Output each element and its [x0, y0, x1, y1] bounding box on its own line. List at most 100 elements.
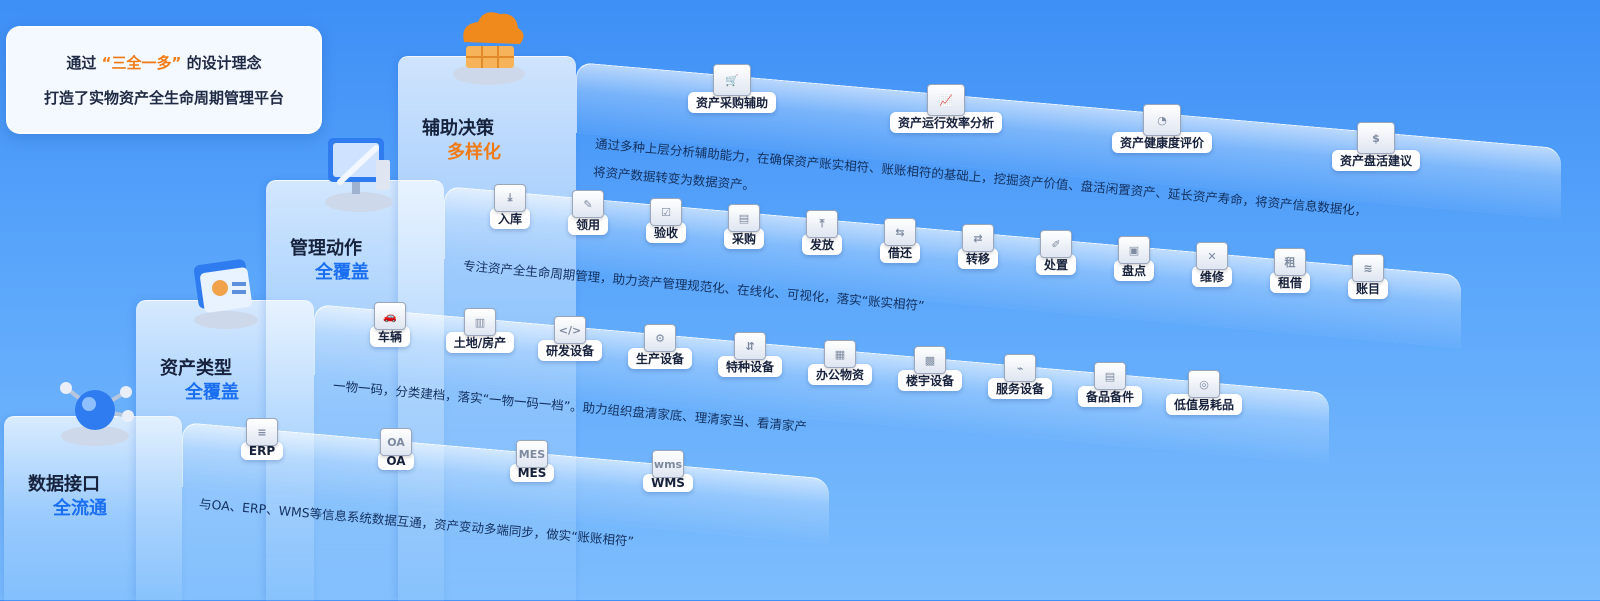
action-item-purchase[interactable]: ▤采购 — [708, 204, 780, 249]
upload-box-icon: ⤒ — [806, 210, 838, 238]
special-equipment-icon: ⇵ — [734, 332, 766, 360]
action-item-label: 转移 — [957, 248, 998, 269]
action-item-label: 验收 — [645, 222, 686, 243]
rent-icon: 租 — [1274, 248, 1306, 276]
office-supplies-icon: ▦ — [824, 340, 856, 368]
intro-line-1-prefix: 通过 — [66, 54, 97, 72]
purchase-icon: ▤ — [728, 204, 760, 232]
action-item-label: 入库 — [489, 208, 530, 229]
action-item-accept[interactable]: ☑验收 — [630, 198, 702, 243]
decision-item-revitalize[interactable]: $ 资产盘活建议 — [1306, 122, 1446, 171]
action-item-label: 租借 — [1269, 272, 1310, 293]
id-card-icon — [193, 259, 258, 329]
type-item-label: 土地/房产 — [445, 332, 515, 353]
intro-line-1-suffix: 的设计理念 — [186, 54, 262, 72]
step-subtitle-decision-support: 多样化 — [447, 142, 501, 163]
pie-chart-icon: ◔ — [1143, 104, 1181, 136]
transfer-icon: ⇄ — [962, 224, 994, 252]
decision-item-label: 资产盘活建议 — [1331, 150, 1420, 171]
type-item-label: 楼宇设备 — [897, 370, 962, 391]
step-title-data-interface: 数据接口 — [28, 474, 100, 495]
type-item-office-supplies[interactable]: ▦办公物资 — [804, 340, 876, 385]
action-item-label: 领用 — [567, 214, 608, 235]
step-title-management-actions: 管理动作 — [290, 238, 362, 259]
intro-line-2: 打造了实物资产全生命周期管理平台 — [43, 89, 284, 107]
step-subtitle-asset-types: 全覆盖 — [185, 382, 239, 403]
server-icon: ⌁ — [1004, 354, 1036, 382]
action-item-receive[interactable]: ✎领用 — [552, 190, 624, 235]
action-item-label: 采购 — [723, 228, 764, 249]
type-item-label: 低值易耗品 — [1165, 394, 1242, 415]
type-item-label: 服务设备 — [987, 378, 1052, 399]
building-icon: ▥ — [464, 308, 496, 336]
cloud-data-icon — [453, 12, 525, 85]
swap-icon: ⇆ — [884, 218, 916, 246]
type-item-label: 车辆 — [369, 326, 410, 347]
type-item-consumables[interactable]: ◎低值易耗品 — [1164, 370, 1244, 415]
intro-line-1: 通过 “三全一多” 的设计理念 — [8, 52, 320, 73]
cart-icon: 🛒 — [713, 64, 751, 96]
trend-chart-icon: 📈 — [927, 84, 965, 116]
intro-highlight: “三全一多” — [101, 54, 182, 72]
production-icon: ⚙ — [644, 324, 676, 352]
action-item-issue[interactable]: ⤒发放 — [786, 210, 858, 255]
action-item-label: 借还 — [879, 242, 920, 263]
type-item-rd-equipment[interactable]: </>研发设备 — [534, 316, 606, 361]
action-item-inbound[interactable]: ⤓入库 — [474, 184, 546, 229]
decision-item-health[interactable]: ◔ 资产健康度评价 — [1092, 104, 1232, 153]
decision-item-purchase[interactable]: 🛒 资产采购辅助 — [662, 64, 802, 113]
spare-parts-icon: ▤ — [1094, 362, 1126, 390]
building-equipment-icon: ▩ — [914, 346, 946, 374]
wms-house-icon: wms — [652, 450, 684, 478]
type-item-service-equipment[interactable]: ⌁服务设备 — [984, 354, 1056, 399]
interface-item-erp[interactable]: ≡ERP — [226, 418, 298, 460]
type-item-special-equipment[interactable]: ⇵特种设备 — [714, 332, 786, 377]
type-item-label: 研发设备 — [537, 340, 602, 361]
step-title-asset-types: 资产类型 — [160, 358, 232, 379]
step-subtitle-management-actions: 全覆盖 — [315, 262, 369, 283]
action-item-ledger[interactable]: ≋账目 — [1332, 254, 1404, 299]
type-item-label: 办公物资 — [807, 364, 872, 385]
action-item-label: 盘点 — [1113, 260, 1154, 281]
type-item-production-equipment[interactable]: ⚙生产设备 — [624, 324, 696, 369]
action-item-label: 账目 — [1347, 278, 1388, 299]
type-item-label: 生产设备 — [627, 348, 692, 369]
type-item-label: 备品备件 — [1077, 386, 1142, 407]
inventory-icon: ▣ — [1118, 236, 1150, 264]
code-window-icon: </> — [554, 316, 586, 344]
erp-doc-icon: ≡ — [246, 418, 278, 446]
decision-item-label: 资产健康度评价 — [1111, 132, 1212, 153]
receive-icon: ✎ — [572, 190, 604, 218]
action-item-dispose[interactable]: ✐处置 — [1020, 230, 1092, 275]
step-subtitle-data-interface: 全流通 — [53, 498, 107, 519]
molecule-icon — [60, 382, 134, 446]
type-item-building-equipment[interactable]: ▩楼宇设备 — [894, 346, 966, 391]
interface-item-label: OA — [378, 452, 414, 470]
intro-card: 通过 “三全一多” 的设计理念 打造了实物资产全生命周期管理平台 — [6, 26, 322, 134]
tools-icon: ✕ — [1196, 242, 1228, 270]
interface-item-label: WMS — [643, 474, 693, 492]
interface-item-label: MES — [509, 464, 555, 482]
type-item-spare-parts[interactable]: ▤备品备件 — [1074, 362, 1146, 407]
money-chart-icon: $ — [1357, 122, 1395, 154]
download-box-icon: ⤓ — [494, 184, 526, 212]
monitor-pen-icon — [325, 138, 393, 212]
type-item-label: 特种设备 — [717, 356, 782, 377]
type-item-vehicle[interactable]: 🚗车辆 — [354, 302, 426, 347]
ledger-icon: ≋ — [1352, 254, 1384, 282]
action-item-label: 处置 — [1035, 254, 1076, 275]
action-item-inventory[interactable]: ▣盘点 — [1098, 236, 1170, 281]
action-item-borrow-return[interactable]: ⇆借还 — [864, 218, 936, 263]
type-item-land-property[interactable]: ▥土地/房产 — [444, 308, 516, 353]
action-item-rent[interactable]: 租租借 — [1254, 248, 1326, 293]
decision-item-efficiency[interactable]: 📈 资产运行效率分析 — [876, 84, 1016, 133]
checklist-icon: ☑ — [650, 198, 682, 226]
action-item-label: 发放 — [801, 234, 842, 255]
consumables-icon: ◎ — [1188, 370, 1220, 398]
action-item-repair[interactable]: ✕维修 — [1176, 242, 1248, 287]
interface-item-label: ERP — [240, 442, 284, 460]
action-item-transfer[interactable]: ⇄转移 — [942, 224, 1014, 269]
